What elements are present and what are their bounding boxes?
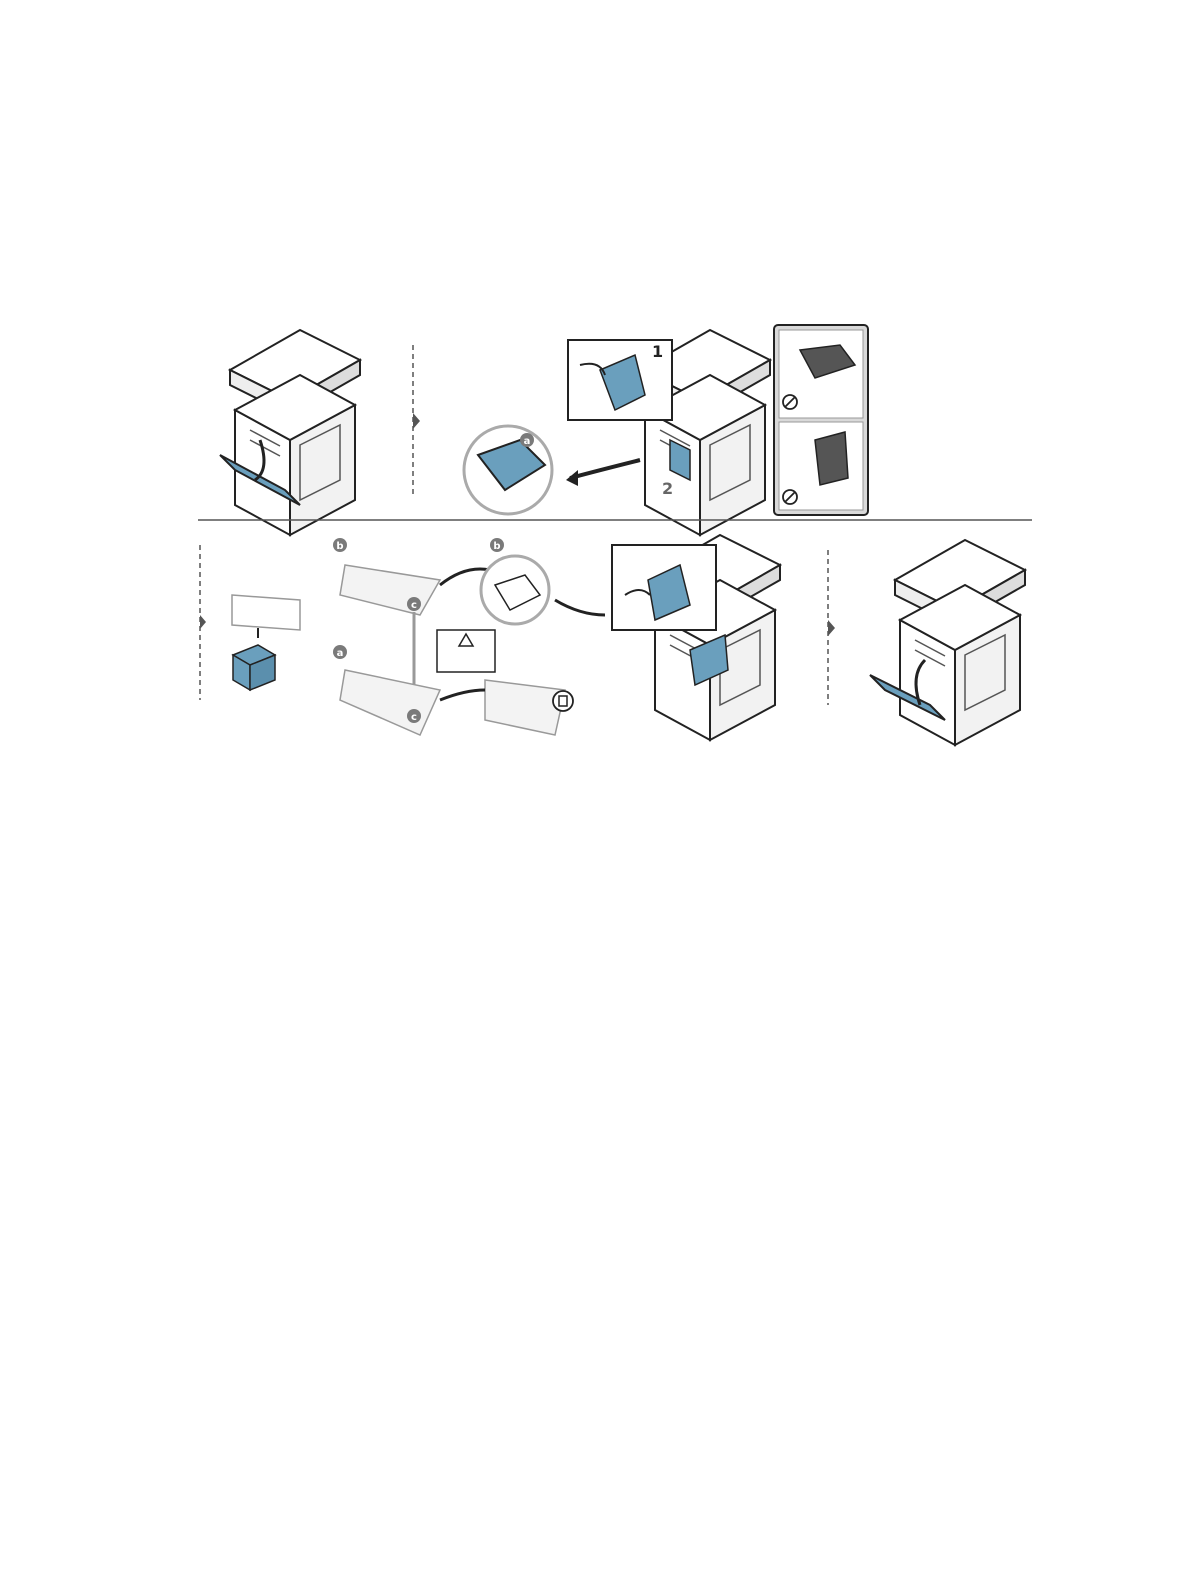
badge-b: b (336, 541, 343, 552)
badge-a: a (524, 436, 531, 447)
cartridge-callout-b: b (481, 538, 549, 624)
step-close-door (870, 540, 1025, 745)
bag-b: b c (333, 538, 440, 615)
badge-b: b (493, 541, 500, 552)
removed-cartridge-callout: a (464, 426, 552, 514)
arrow-head (566, 470, 578, 486)
bag-a: a c (333, 645, 440, 735)
chevron-right-icon (828, 620, 835, 636)
caution-panel (774, 325, 868, 515)
unpack-new-cartridge (232, 595, 300, 690)
badge-a: a (337, 648, 344, 659)
remove-arrow (570, 460, 640, 478)
chevron-right-icon (413, 413, 420, 429)
badge-c: c (411, 600, 417, 611)
trash-icon (553, 691, 573, 711)
step-number-1: 1 (652, 342, 663, 361)
step-open-door (220, 330, 360, 535)
arrow (555, 600, 605, 615)
dispose-old-cartridge (437, 630, 573, 735)
step-number-2: 2 (662, 479, 673, 498)
badge-c: c (411, 712, 417, 723)
chevron-right-icon (200, 615, 206, 629)
install-inset (612, 545, 716, 630)
